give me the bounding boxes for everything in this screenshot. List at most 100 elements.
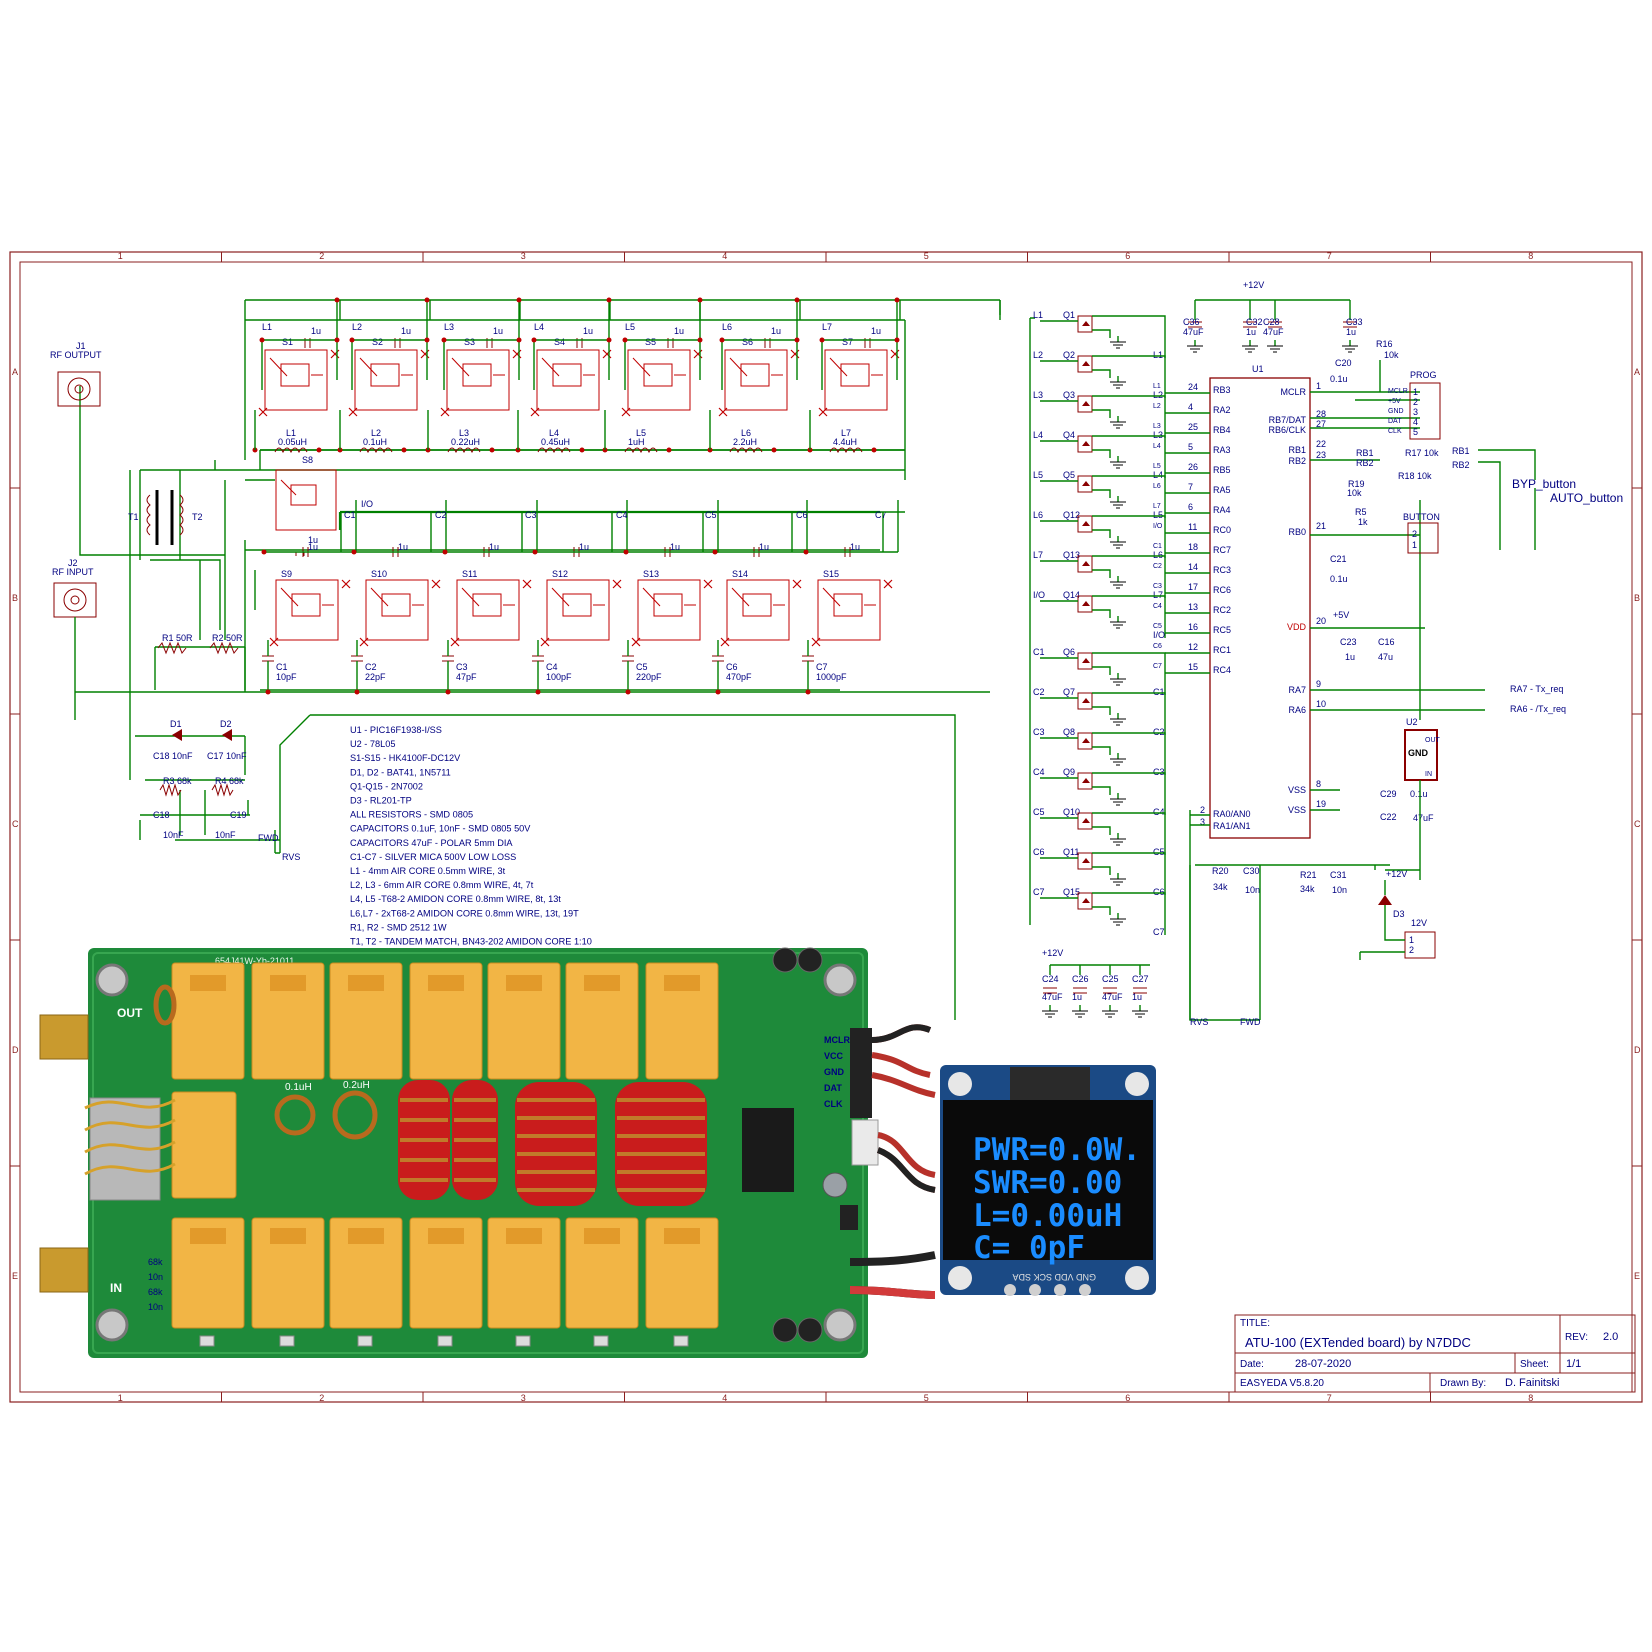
mcu-pin-net: C6	[1153, 643, 1162, 650]
u1-ref: U1	[1252, 364, 1264, 374]
column-mark: 5	[924, 1393, 929, 1403]
relay-coil-net: L6	[722, 322, 732, 332]
mcu-pin-name: RA0/AN0	[1213, 809, 1251, 819]
mcu-pin-number: 3	[1200, 817, 1205, 827]
bom-line: L1 - 4mm AIR CORE 0.5mm WIRE, 3t	[350, 866, 506, 876]
c30-value: 10n	[1245, 885, 1260, 895]
c29-ref: C29	[1380, 789, 1397, 799]
mcu-pin-number: 24	[1188, 382, 1198, 392]
inductor-ref: L3	[459, 428, 469, 438]
mcu-pin-net: L7	[1153, 503, 1161, 510]
mcu-pin-number: 9	[1316, 679, 1321, 689]
transistor-drain-net: L1	[1153, 350, 1163, 360]
relay-coil-net: C1	[344, 510, 356, 520]
relay-coil-net: L3	[444, 322, 454, 332]
transistor-net: L4	[1033, 430, 1043, 440]
row-mark: B	[1634, 593, 1640, 603]
mcu-pin-number: 13	[1188, 602, 1198, 612]
decoupling-cap-ref: C28	[1263, 317, 1280, 327]
row-mark: A	[12, 367, 18, 377]
row-mark: C	[1634, 819, 1641, 829]
bom-line: CAPACITORS 47uF - POLAR 5mm DIA	[350, 838, 513, 848]
decoupling-cap-value: 1u	[1072, 992, 1082, 1002]
relay-s9	[269, 579, 351, 647]
relay-coil-net: L7	[822, 322, 832, 332]
pcb-coil-label-1: 0.1uH	[285, 1082, 312, 1093]
mcu-pin-name: RA7	[1288, 685, 1306, 695]
pcb-resistor-label: 68k	[148, 1257, 163, 1267]
c16-value: 47u	[1378, 652, 1393, 662]
capacitor-ref: C5	[636, 662, 648, 672]
column-mark: 2	[319, 251, 324, 261]
decoupling-cap-ref: C33	[1346, 317, 1363, 327]
relay-cap: 1u	[670, 542, 680, 552]
relay-cap: 1u	[308, 542, 318, 552]
mcu-pin-name: VDD	[1287, 622, 1307, 632]
mcu-pin-number: 5	[1188, 442, 1193, 452]
sheet-value: 1/1	[1566, 1358, 1581, 1370]
column-mark: 2	[319, 1393, 324, 1403]
mcu-pin-number: 4	[1188, 402, 1193, 412]
j12v-pin-2: 2	[1409, 945, 1414, 955]
v12-bottom: +12V	[1042, 948, 1063, 958]
mcu-pin-name: RB2	[1288, 456, 1306, 466]
date-label: Date:	[1240, 1359, 1264, 1370]
d2-label: D2	[220, 719, 232, 729]
relay-s3	[440, 349, 522, 417]
capacitor-ref: C2	[365, 662, 377, 672]
transistor-drain-net: C2	[1153, 727, 1165, 737]
bom-line: S1-S15 - HK4100F-DC12V	[350, 753, 461, 763]
r20-ref: R20	[1212, 866, 1229, 876]
drawn-by-label: Drawn By:	[1440, 1378, 1486, 1389]
relay-cap: 1u	[674, 326, 684, 336]
bom-line: U2 - 78L05	[350, 739, 395, 749]
r16-ref: R16	[1376, 339, 1393, 349]
pcb-header-label: VCC	[824, 1051, 844, 1061]
bom-line: L4, L5 -T68-2 AMIDON CORE 0.8mm WIRE, 8t…	[350, 894, 561, 904]
pcb-resistor-label: 10n	[148, 1272, 163, 1282]
mcu-pin-number: 18	[1188, 542, 1198, 552]
inductor-value: 0.1uH	[363, 437, 387, 447]
oled-line-3: L=0.00uH	[973, 1198, 1122, 1234]
tandem-match-section: T1 T2 S8 I/O 1u	[75, 386, 990, 705]
prog-pin-number: 3	[1413, 407, 1418, 417]
r21-ref: R21	[1300, 870, 1317, 880]
mcu-pin-name: RB0	[1288, 527, 1306, 537]
c19-value: 10nF	[215, 830, 236, 840]
u2-ref: U2	[1406, 717, 1418, 727]
pcb-header-label: MCLR	[824, 1035, 850, 1045]
r3-label: R3 68k	[163, 776, 192, 786]
relay-ref: S15	[823, 569, 839, 579]
relay-cap: 1u	[583, 326, 593, 336]
j12v-ref: 12V	[1411, 918, 1427, 928]
rb1-tag: RB1	[1356, 448, 1374, 458]
transistor-net: L5	[1033, 470, 1043, 480]
mcu-pin-name: RB5	[1213, 465, 1231, 475]
column-mark: 1	[118, 1393, 123, 1403]
relay-ref: S2	[372, 337, 383, 347]
mcu-pin-number: 19	[1316, 799, 1326, 809]
relay-s15	[811, 579, 893, 647]
t1-ref: T1	[128, 512, 139, 522]
relay-ref: S1	[282, 337, 293, 347]
transistor-ref: Q7	[1063, 687, 1075, 697]
c23-ref: C23	[1340, 637, 1357, 647]
pcb-photo: 654J41W-Yb-21011 OUT IN 0.1uH 0.2uH	[39, 947, 936, 1358]
rb1-port: RB1	[1452, 446, 1470, 456]
transistor-net: L2	[1033, 350, 1043, 360]
mcu-pin-number: 10	[1316, 699, 1326, 709]
relay-s6	[718, 349, 800, 417]
oled-line-1: PWR=0.0W.	[973, 1132, 1141, 1168]
oled-pin-labels: GND VDD SCK SDA	[1012, 1272, 1096, 1282]
transistor-ref: Q11	[1063, 847, 1079, 857]
c17-label: C17 10nF	[207, 751, 247, 761]
rvs-net: RVS	[282, 852, 300, 862]
inductor-value: 0.22uH	[451, 437, 480, 447]
relay-cap: 1u	[579, 542, 589, 552]
row-mark: E	[1634, 1271, 1640, 1281]
relay-cap: 1u	[493, 326, 503, 336]
relay-cap: 1u	[489, 542, 499, 552]
